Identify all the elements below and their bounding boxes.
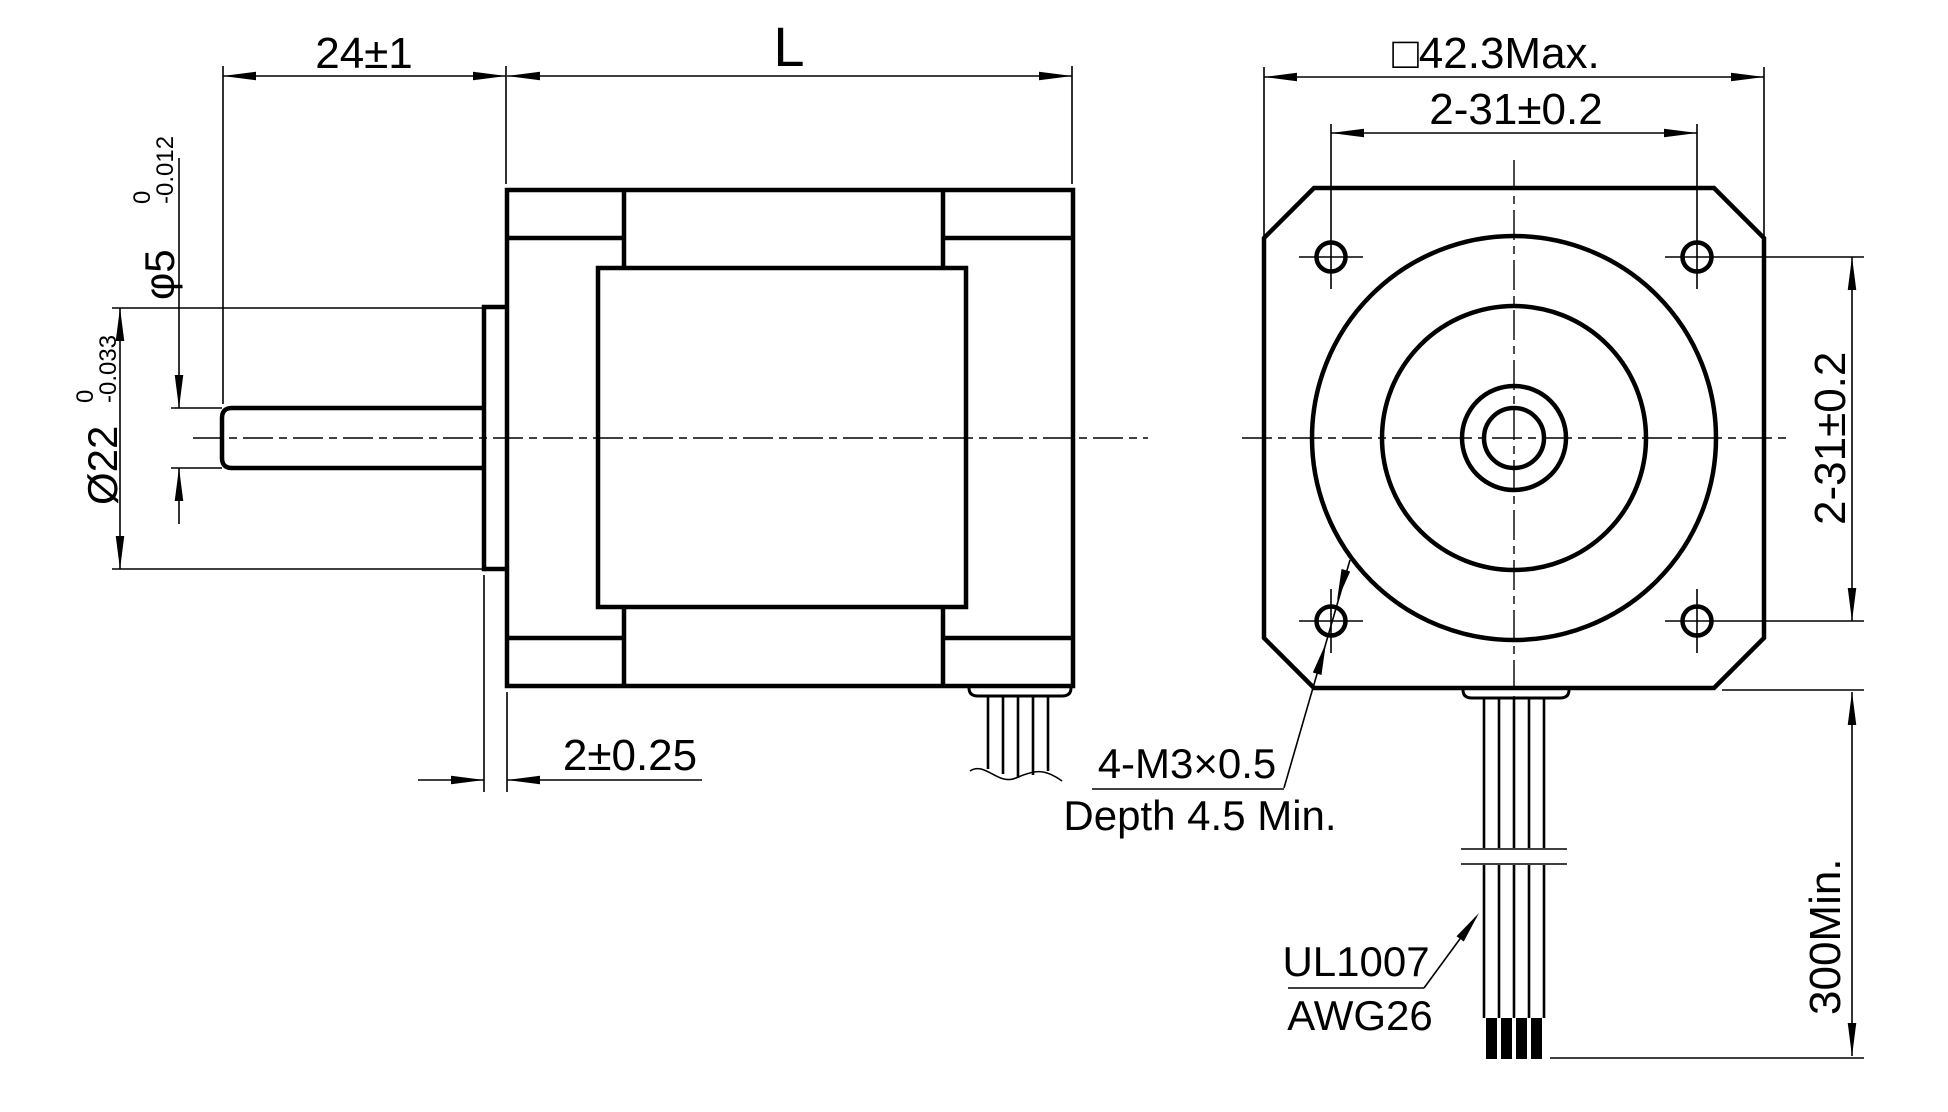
shaft-circle [1481,405,1547,471]
shaft-outline [219,405,484,471]
dim-pilot-dia-label: Ø22 [79,426,126,505]
wire-ends [1486,1018,1542,1059]
side-lead-wires [986,696,1050,778]
note-mounting-holes: 4-M3×0.5 Depth 4.5 Min. [1063,559,1351,839]
dim-pilot-depth-label: 2±0.25 [563,731,697,780]
mounting-holes [1299,124,1864,653]
dim-body-length-label: L [773,15,804,78]
pilot-circle [1379,303,1649,573]
dim-pilot-depth: 2±0.25 [418,575,702,792]
dim-pilot-dia: Ø22 0 -0.033 [72,307,484,570]
dim-body-length: L [506,15,1073,184]
note-lead-wire-line2: AWG26 [1287,992,1432,1039]
dim-pilot-dia-tol-upper: 0 [72,390,99,403]
motor-body-outline [504,187,1076,689]
dim-shaft-length-label: 24±1 [315,29,413,78]
note-lead-wire: UL1007 AWG26 [1282,913,1479,1039]
dim-hole-spacing-v-label: 2-31±0.2 [1806,352,1855,525]
dim-shaft-length: 24±1 [222,29,507,404]
dim-lead-length: 300Min. [1550,689,1864,1059]
pilot-boss-outline [481,304,507,572]
dim-hole-spacing-h-label: 2-31±0.2 [1429,85,1602,134]
dim-shaft-dia-tol-lower: -0.012 [152,136,179,204]
note-mounting-holes-line1: 4-M3×0.5 [1098,740,1277,787]
front-view: □42.3Max. 2-31±0.2 2-31±0.2 300Min. [1063,29,1864,1059]
side-wire-break [969,767,1063,782]
note-lead-wire-line1: UL1007 [1282,938,1429,985]
dim-body-width-label: □42.3Max. [1392,29,1600,78]
hole-crosshairs [1299,124,1864,653]
dim-pilot-dia-tol-lower: -0.033 [95,335,122,403]
note-mounting-holes-line2: Depth 4.5 Min. [1063,792,1336,839]
wire-break-lines [1461,848,1567,865]
dim-shaft-dia-label: φ5 [136,249,183,300]
dim-body-width: □42.3Max. [1263,29,1765,236]
front-lead-wires [1482,698,1546,1018]
body-circle [1309,233,1719,643]
dim-hole-spacing-h: 2-31±0.2 [1330,85,1698,138]
side-wire-grommet [967,686,1073,698]
front-wire-grommet [1461,688,1571,700]
dim-hole-spacing-v: 2-31±0.2 [1806,256,1857,622]
dim-shaft-dia: φ5 0 -0.012 [129,136,222,524]
flange-outline [1261,185,1767,691]
bearing-boss-circle [1459,383,1569,493]
side-view: 24±1 L φ5 0 -0.012 Ø22 0 -0.033 [72,15,1148,792]
dim-shaft-dia-tol-upper: 0 [129,191,156,204]
dim-lead-length-label: 300Min. [1801,858,1850,1015]
